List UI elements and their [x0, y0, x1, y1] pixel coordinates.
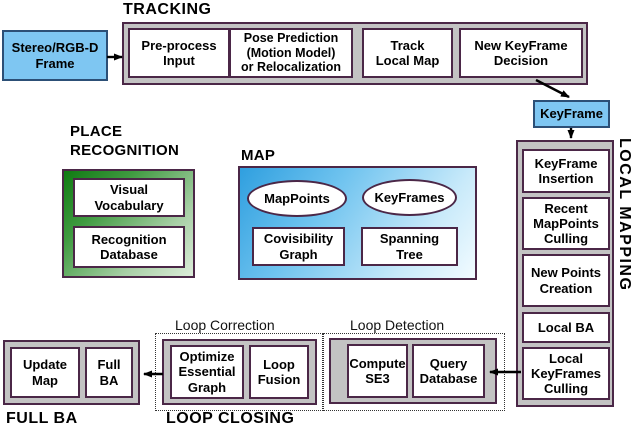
node-recent-mappoints-culling: Recent MapPoints Culling — [522, 197, 610, 250]
node-keyframe-insertion: KeyFrame Insertion — [522, 149, 610, 193]
stereo-rgbd-frame-box: Stereo/RGB-D Frame — [2, 30, 108, 81]
map-title: MAP — [241, 147, 276, 164]
node-optimize-essential-graph: Optimize Essential Graph — [170, 345, 244, 399]
node-new-points-creation: New Points Creation — [522, 254, 610, 307]
node-mappoints-ellipse: MapPoints — [247, 180, 347, 217]
loop-correction-label: Loop Correction — [175, 317, 275, 333]
node-pose-prediction: Pose Prediction (Motion Model) or Reloca… — [229, 28, 353, 78]
place-recognition-title: PLACE RECOGNITION — [70, 123, 180, 159]
node-visual-vocabulary: Visual Vocabulary — [73, 178, 185, 217]
full-ba-title: FULL BA — [6, 410, 78, 427]
node-covisibility-graph: Covisibility Graph — [252, 227, 345, 266]
loop-closing-title: LOOP CLOSING — [166, 410, 295, 427]
node-full-ba: Full BA — [85, 347, 133, 398]
node-local-ba: Local BA — [522, 312, 610, 343]
keyframe-box: KeyFrame — [533, 100, 610, 128]
local-mapping-title: LOCAL MAPPING — [616, 138, 633, 292]
node-compute-se3: Compute SE3 — [347, 344, 408, 398]
node-pre-process-input: Pre-process Input — [128, 28, 230, 78]
node-loop-fusion: Loop Fusion — [249, 345, 309, 399]
loop-correction-dotted — [155, 333, 323, 411]
node-recognition-database: Recognition Database — [73, 226, 185, 268]
node-track-local-map: Track Local Map — [362, 28, 453, 78]
node-keyframes-ellipse: KeyFrames — [362, 179, 457, 216]
node-new-keyframe-decision: New KeyFrame Decision — [459, 28, 583, 78]
node-update-map: Update Map — [10, 347, 80, 398]
loop-detection-label: Loop Detection — [350, 317, 445, 333]
node-spanning-tree: Spanning Tree — [361, 227, 458, 266]
tracking-title: TRACKING — [123, 1, 212, 18]
node-local-keyframes-culling: Local KeyFrames Culling — [522, 347, 610, 400]
node-query-database: Query Database — [412, 344, 485, 398]
